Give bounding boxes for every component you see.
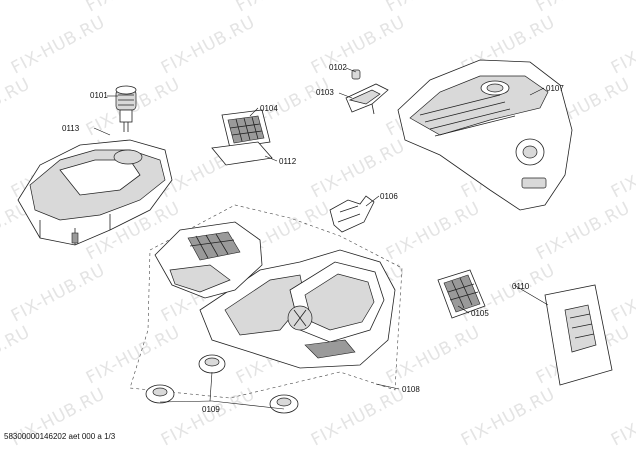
part-0107-top-cover[interactable] xyxy=(397,59,573,211)
part-0105-filter[interactable] xyxy=(437,269,486,319)
part-0106-bracket[interactable] xyxy=(329,195,375,233)
part-0109-wheel-b[interactable] xyxy=(198,354,226,374)
label-0112[interactable]: 0112 xyxy=(279,157,297,166)
label-0102[interactable]: 0102 xyxy=(329,63,347,72)
part-0103-latch[interactable] xyxy=(345,83,389,115)
watermark-text: FIX-HUB.RU xyxy=(0,322,34,388)
part-0109-wheel-a[interactable] xyxy=(145,384,175,404)
part-0101-motor[interactable] xyxy=(115,85,137,132)
watermark-text: FIX-HUB.RU xyxy=(383,198,484,264)
part-0109-wheel-c[interactable] xyxy=(269,394,299,414)
watermark-text: FIX-HUB.RU xyxy=(8,12,109,78)
watermark-text: FIX-HUB.RU xyxy=(383,322,484,388)
label-0108[interactable]: 0108 xyxy=(402,385,420,394)
label-0110[interactable]: 0110 xyxy=(512,282,530,291)
watermark-text: FIX-HUB.RU xyxy=(0,74,34,140)
watermark-text: FIX-HUB.RU xyxy=(308,384,409,450)
label-0109[interactable]: 0109 xyxy=(202,405,220,414)
part-labels: 0101 0102 0103 0104 0113 0112 0107 0106 … xyxy=(62,63,564,414)
label-0106[interactable]: 0106 xyxy=(380,192,398,201)
document-footer: 58300000146202 aet 000 a 1/3 xyxy=(4,432,116,441)
leader-lines xyxy=(93,67,549,410)
watermark-text: FIX-HUB.RU xyxy=(158,12,259,78)
watermark-text: FIX-HUB.RU xyxy=(608,12,636,78)
part-0102-clip[interactable] xyxy=(351,69,361,80)
label-0105[interactable]: 0105 xyxy=(471,309,489,318)
part-0108-main-body[interactable] xyxy=(199,249,396,369)
watermark-text: FIX-HUB.RU xyxy=(458,384,559,450)
watermark-text: FIX-HUB.RU xyxy=(608,260,636,326)
watermark-text: FIX-HUB.RU xyxy=(0,0,34,16)
watermark-text: FIX-HUB.RU xyxy=(608,136,636,202)
watermark-text: FIX-HUB.RU xyxy=(533,198,634,264)
part-0104-filter[interactable] xyxy=(221,109,271,149)
label-0104[interactable]: 0104 xyxy=(260,104,278,113)
part-0113-housing-bottom[interactable] xyxy=(17,139,173,246)
part-motor-housing[interactable] xyxy=(154,221,263,299)
label-0107[interactable]: 0107 xyxy=(546,84,564,93)
label-0103[interactable]: 0103 xyxy=(316,88,334,97)
watermark-text: FIX-HUB.RU xyxy=(308,12,409,78)
assembly-dashed-outline xyxy=(129,204,403,399)
label-0101[interactable]: 0101 xyxy=(90,91,108,100)
watermark-text: FIX-HUB.RU xyxy=(608,384,636,450)
part-0110-dust-bag[interactable] xyxy=(544,284,613,386)
watermark-text: FIX-HUB.RU xyxy=(8,260,109,326)
label-0113[interactable]: 0113 xyxy=(62,124,80,133)
part-0112-filter-pad[interactable] xyxy=(211,141,273,166)
